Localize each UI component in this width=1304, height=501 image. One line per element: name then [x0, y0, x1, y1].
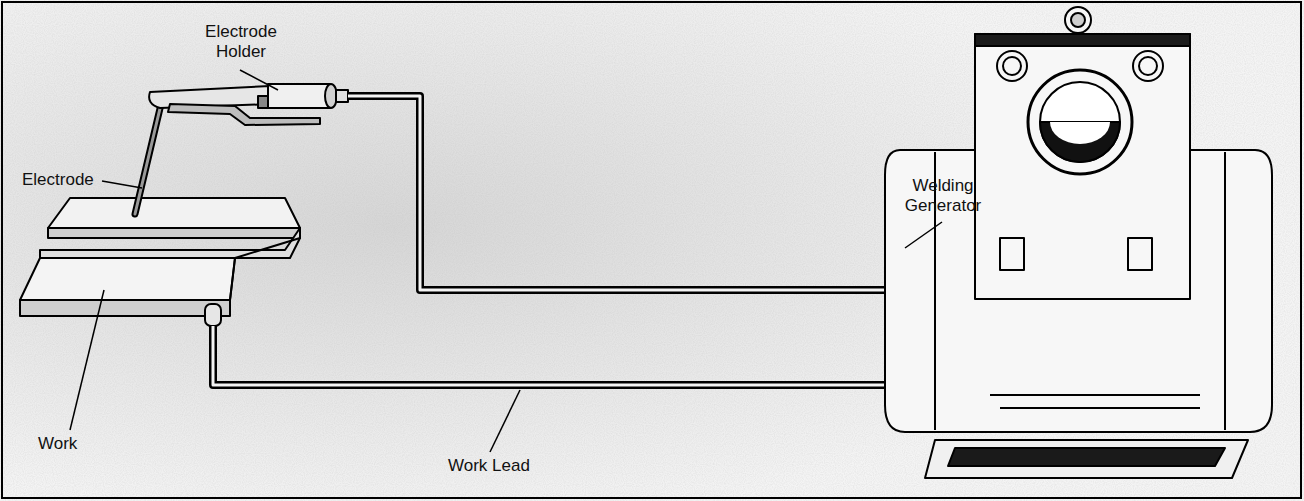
part-label: Work Lead [448, 456, 558, 476]
leader-lines [70, 70, 942, 452]
part-label: Welding Generator [888, 176, 998, 216]
part-label: Electrode Holder [186, 22, 296, 62]
part-label: Work [38, 434, 98, 454]
part-label: Electrode [22, 170, 112, 190]
